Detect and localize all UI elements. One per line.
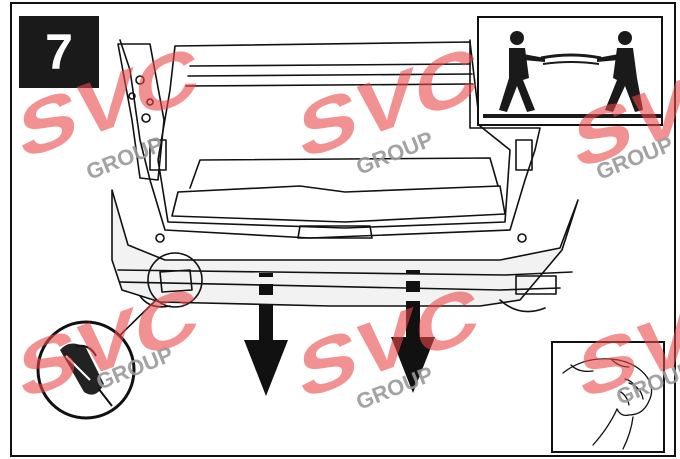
two-person-inset [477,16,663,126]
pull-arrows [244,270,435,396]
clip-callout-circle [147,252,203,308]
clip-detail-zoom [36,320,136,420]
rear-bumper [111,189,579,307]
arrow-right [391,301,435,393]
arrow-left-dash-2 [259,284,273,295]
tailgate-opening [157,41,511,229]
cargo-floor [171,185,506,223]
hand-icon [562,358,653,450]
vehicle-body-outline [119,39,541,239]
arrow-right-dash-2 [406,281,420,292]
arrow-left [244,304,288,396]
hand-detail-inset [551,341,665,453]
arrow-right-dash-1 [406,270,420,274]
step-number-badge: 7 [19,16,99,88]
two-person-lift-icon [483,31,661,118]
arrow-left-dash-1 [259,273,273,277]
diagram-frame [10,2,676,457]
